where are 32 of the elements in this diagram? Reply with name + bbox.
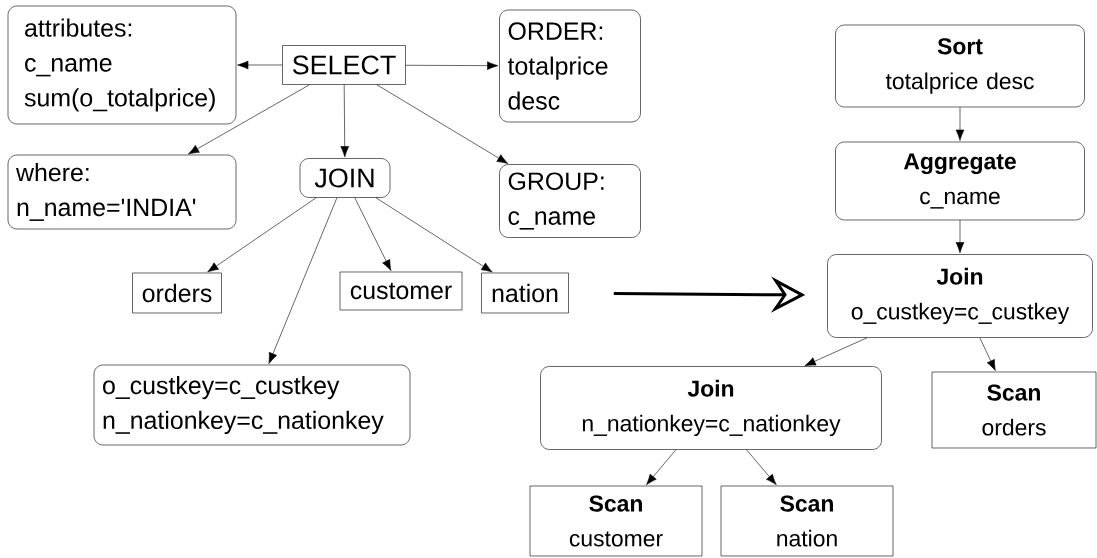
- arrow: [207, 197, 317, 273]
- table-box: nation: [481, 272, 569, 314]
- arrow: [268, 197, 338, 364]
- arrow: [340, 84, 349, 158]
- arrow: [955, 220, 965, 254]
- query-clause-box: where: n_name='INDIA': [7, 154, 237, 230]
- operator-box: Join n_nationkey=c_nationkey: [540, 366, 882, 450]
- query-clause-box: ORDER: totalprice desc: [499, 9, 641, 123]
- scan-box: Scan orders: [931, 371, 1097, 449]
- query-node-box: SELECT: [282, 45, 406, 85]
- arrow: [405, 61, 499, 70]
- table-box: customer: [339, 271, 463, 311]
- arrow: [646, 449, 677, 486]
- arrow: [376, 84, 509, 164]
- query-node-box: JOIN: [299, 158, 391, 198]
- arrow: [187, 84, 310, 155]
- operator-box: Join o_custkey=c_custkey: [827, 254, 1093, 338]
- query-clause-box: attributes: c_name sum(o_totalprice): [7, 5, 237, 125]
- arrow: [375, 197, 493, 273]
- scan-box: Scan customer: [529, 485, 703, 557]
- join-condition-box: o_custkey=c_custkey n_nationkey=c_nationkey: [93, 364, 411, 446]
- arrow: [354, 197, 392, 271]
- arrow: [237, 60, 283, 70]
- arrow: [955, 107, 965, 141]
- query-clause-box: GROUP: c_name: [499, 164, 641, 238]
- arrow: [804, 337, 868, 366]
- operator-box: Sort totalprice desc: [835, 24, 1085, 108]
- arrow: [979, 337, 996, 371]
- operator-box: Aggregate c_name: [835, 141, 1085, 221]
- table-box: orders: [132, 272, 222, 314]
- arrow: [746, 449, 777, 486]
- scan-box: Scan nation: [720, 485, 894, 557]
